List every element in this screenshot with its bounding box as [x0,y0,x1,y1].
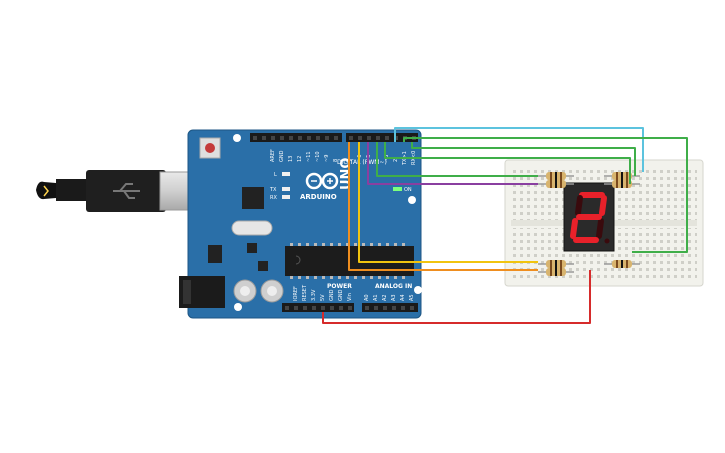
segment-e [570,218,578,239]
svg-text:GND: GND [279,150,285,162]
segment-f [575,195,583,216]
svg-text:GND: GND [338,289,344,301]
wire-green[interactable] [376,142,538,177]
arduino-brand: ARDUINO [300,193,337,201]
power-led [393,187,402,191]
svg-text:13: 13 [288,156,294,162]
svg-text:5V: 5V [320,294,326,301]
chip-notch [295,255,301,265]
resistor[interactable] [538,260,574,268]
power-label: POWER [327,283,352,290]
svg-text:~11: ~11 [306,151,312,162]
mounting-hole [414,286,422,294]
led-rx-label: RX [270,195,277,201]
wires[interactable] [322,127,688,324]
svg-text:RESET: RESET [302,284,308,301]
reset-button-cap [205,143,215,153]
seven-segment-digit [570,192,607,243]
wire-yellow[interactable] [358,142,538,263]
led-rx [282,195,290,199]
analog-header[interactable] [362,303,418,312]
seven-segment-display[interactable]: 2 [0,0,615,252]
usb-cable[interactable] [36,170,203,212]
atmega-pins [290,243,405,279]
svg-text:Vin: Vin [347,293,353,301]
led-tx [282,187,290,191]
bolt-icon [43,185,49,197]
svg-text:8: 8 [333,159,339,162]
power-pin-labels: IOREF RESET 3.3V 5V GND GND Vin [293,284,353,301]
svg-text:AREF: AREF [270,149,276,162]
svg-text:~9: ~9 [324,155,330,162]
segment-c [596,218,604,239]
usb-symbol-icon [113,183,140,199]
mounting-hole [234,303,242,311]
led-tx-label: TX [269,187,277,193]
resistor[interactable] [538,268,574,276]
svg-text:A4: A4 [400,294,406,301]
power-rail-top [511,166,697,180]
digital-label: DIGITAL (PWM~) [337,159,387,166]
resistors[interactable] [538,172,640,276]
power-led-label: ON [404,187,412,193]
analog-pin-labels: A0 A1 A2 A3 A4 A5 [364,294,415,301]
arduino-logo-icon [305,172,339,190]
svg-text:GND: GND [329,289,335,301]
decimal-point [604,238,610,244]
capacitor-top [240,286,250,296]
resistor[interactable] [604,180,640,188]
svg-text:A3: A3 [391,294,397,301]
wire-green[interactable] [411,142,636,176]
uno-label: UNO [339,158,354,191]
wire-red[interactable] [322,270,591,324]
svg-text:3.3V: 3.3V [311,289,317,301]
power-jack-inner [183,280,191,304]
crystal-oscillator [231,220,273,236]
wire-purple[interactable] [367,142,538,185]
power-header[interactable] [282,303,354,312]
svg-text:IOREF: IOREF [293,286,299,301]
svg-text:A1: A1 [373,294,379,301]
segment-b [599,195,607,216]
usb-cable-strain-relief [56,179,88,201]
resistor[interactable] [538,180,574,188]
svg-text:2: 2 [393,159,399,162]
small-chip [247,243,257,253]
wire-orange[interactable] [348,142,538,271]
small-chip [258,261,268,271]
mounting-hole [233,134,241,142]
svg-text:~10: ~10 [315,151,321,162]
wire-cyan[interactable] [394,127,644,172]
capacitor-top [267,286,277,296]
svg-text:A5: A5 [409,294,415,301]
power-rail-bottom [511,268,697,282]
voltage-regulator [208,245,222,263]
wire-green[interactable] [384,142,631,184]
resistor[interactable] [538,172,574,180]
usb-controller-chip [242,187,264,209]
led-l [282,172,290,176]
svg-text:A2: A2 [382,294,388,301]
svg-text:12: 12 [297,156,303,162]
mounting-hole [408,196,416,204]
led-l-label: L [274,172,277,178]
wire-green[interactable] [403,137,688,253]
resistor[interactable] [604,260,640,268]
svg-text:7: 7 [348,159,354,162]
analog-label: ANALOG IN [375,283,412,290]
digital-header-high[interactable] [250,133,342,142]
svg-text:A0: A0 [364,294,370,301]
digital-header-low[interactable] [346,133,418,142]
